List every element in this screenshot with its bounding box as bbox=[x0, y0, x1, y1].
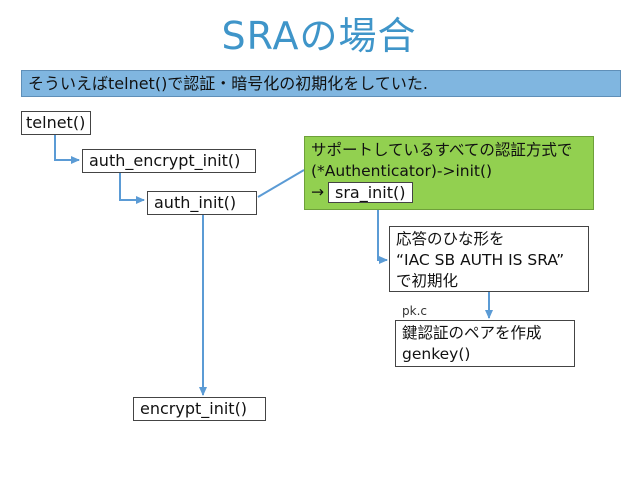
right-arrow-icon: → bbox=[311, 183, 324, 201]
note-keypair: 鍵認証のペアを作成 genkey() bbox=[395, 320, 575, 367]
note-support-line1: サポートしているすべての認証方式で bbox=[311, 141, 573, 159]
note-support-line2: (*Authenticator)->init() bbox=[311, 162, 493, 180]
node-encrypt-init: encrypt_init() bbox=[133, 397, 266, 421]
note-keypair-line1: 鍵認証のペアを作成 bbox=[402, 324, 542, 342]
arrow-auth-init-to-support-note bbox=[257, 169, 305, 198]
note-response-line3: で初期化 bbox=[396, 272, 459, 290]
file-label-pk-c: pk.c bbox=[402, 304, 427, 318]
note-supported-auth-methods: サポートしているすべての認証方式で (*Authenticator)->init… bbox=[304, 136, 594, 210]
node-auth-encrypt-init: auth_encrypt_init() bbox=[82, 149, 256, 173]
arrow-sra-init-to-response-note bbox=[377, 205, 388, 264]
arrow-telnet-to-auth-encrypt-init bbox=[54, 133, 80, 164]
arrow-auth-encrypt-init-to-auth-init bbox=[119, 172, 145, 204]
summary-banner: そういえばtelnet()で認証・暗号化の初期化をしていた. bbox=[21, 70, 621, 97]
note-response-line2: “IAC SB AUTH IS SRA” bbox=[396, 251, 565, 269]
slide-title: SRAの場合 bbox=[221, 14, 417, 58]
note-keypair-line2: genkey() bbox=[402, 345, 471, 363]
node-telnet: telnet() bbox=[21, 111, 91, 135]
note-response-line1: 応答のひな形を bbox=[396, 230, 505, 248]
node-auth-init: auth_init() bbox=[147, 191, 257, 215]
node-sra-init: sra_init() bbox=[328, 182, 413, 203]
note-response-template: 応答のひな形を “IAC SB AUTH IS SRA” で初期化 bbox=[389, 226, 589, 292]
